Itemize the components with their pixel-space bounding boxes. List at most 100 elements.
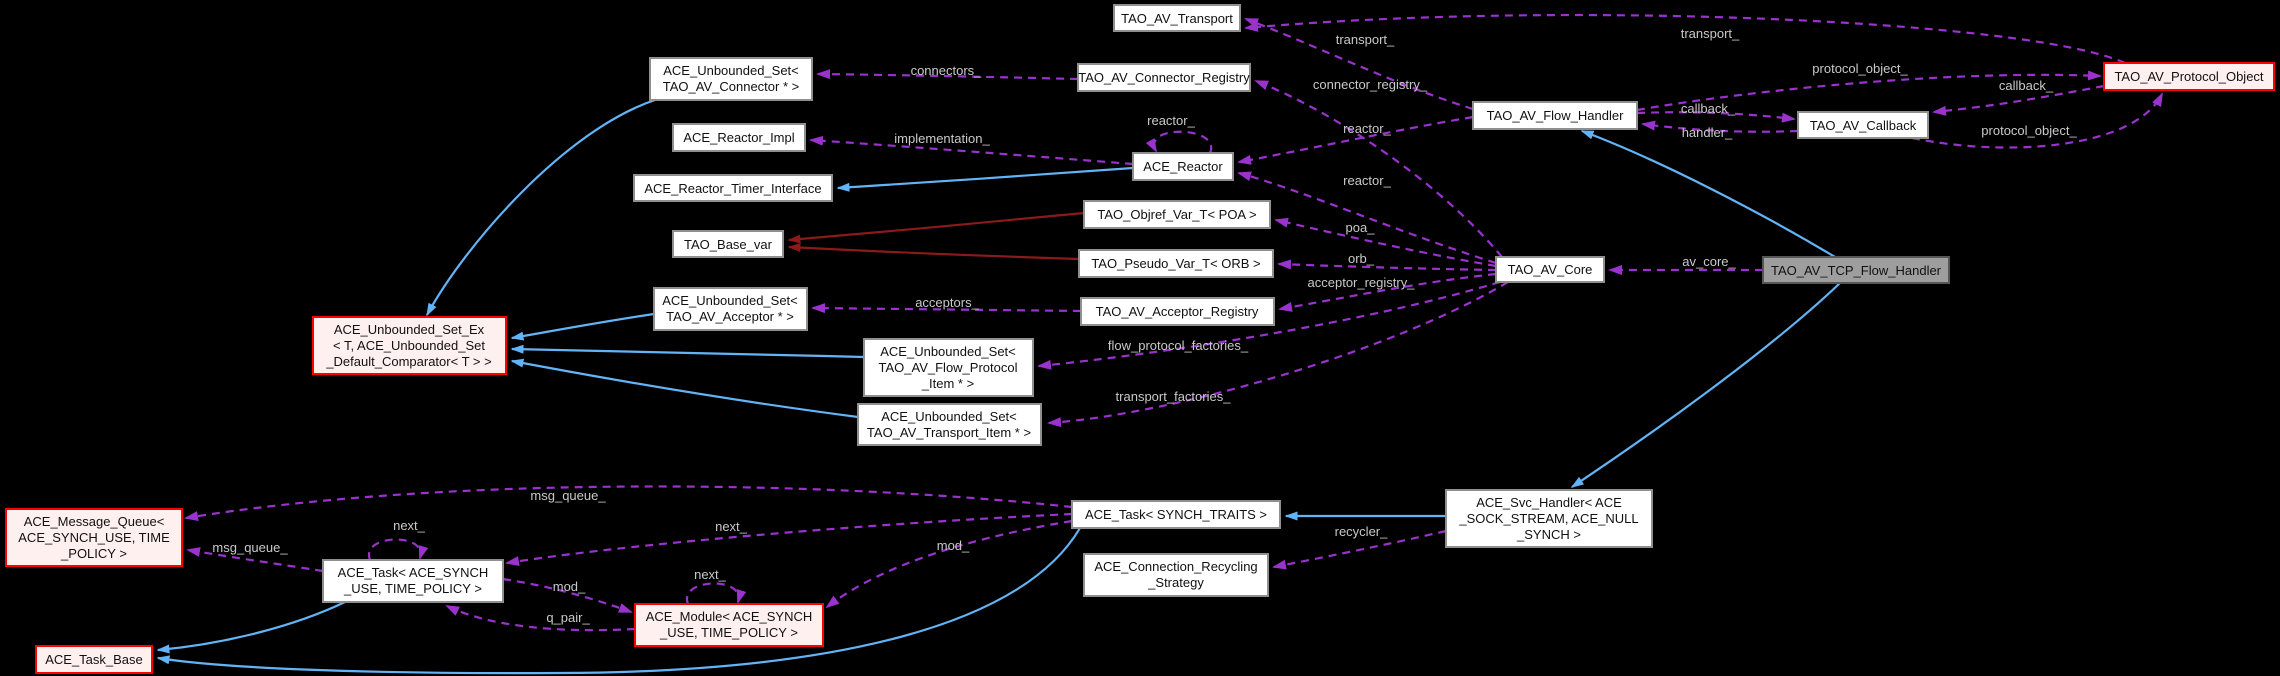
edge-module-selfloop — [685, 582, 747, 605]
node-ace-reactor-timer-interface[interactable]: ACE_Reactor_Timer_Interface — [633, 174, 833, 202]
node-label: ACE_Module< ACE_SYNCH — [646, 609, 813, 624]
edge-label-transport-protocolobject: transport_ — [1681, 26, 1740, 41]
edge-pseudovar-basevar — [787, 243, 1080, 261]
node-tao-objref-var-t-poa[interactable]: TAO_Objref_Var_T< POA > — [1083, 200, 1271, 229]
edge-core-orb — [1277, 259, 1497, 272]
node-tao-av-tcp-flow-handler[interactable]: TAO_AV_TCP_Flow_Handler — [1762, 256, 1950, 284]
edge-label-recycler: recycler_ — [1335, 524, 1389, 539]
node-ace-svc-handler[interactable]: ACE_Svc_Handler< ACE _SOCK_STREAM, ACE_N… — [1445, 489, 1653, 548]
node-ace-unbounded-set-ex[interactable]: ACE_Unbounded_Set_Ex < T, ACE_Unbounded_… — [312, 316, 507, 375]
node-ace-unbounded-set-transport-item[interactable]: ACE_Unbounded_Set< TAO_AV_Transport_Item… — [857, 403, 1042, 446]
node-label: ACE_Unbounded_Set< — [880, 344, 1016, 359]
node-label: ACE_Reactor_Timer_Interface — [644, 181, 821, 196]
node-tao-base-var[interactable]: TAO_Base_var — [672, 230, 784, 258]
edge-flowhandler-callback — [1636, 111, 1796, 123]
node-label: _Item * > — [921, 376, 974, 391]
node-label: TAO_AV_Acceptor_Registry — [1096, 304, 1259, 319]
node-label: ACE_Task< ACE_SYNCH — [338, 565, 489, 580]
node-label: TAO_AV_Protocol_Object — [2114, 69, 2263, 84]
node-ace-task-ace-synch[interactable]: ACE_Task< ACE_SYNCH _USE, TIME_POLICY > — [322, 559, 504, 603]
edge-acceptorregistry-acceptorset — [811, 303, 1082, 314]
edge-label-connector-registry: connector_registry_ — [1313, 77, 1428, 92]
edge-module-taskace — [445, 605, 636, 632]
node-label: ACE_Unbounded_Set< — [662, 293, 798, 308]
node-tao-av-transport[interactable]: TAO_AV_Transport — [1113, 4, 1241, 32]
node-ace-unbounded-set-flow-protocol-item[interactable]: ACE_Unbounded_Set< TAO_AV_Flow_Protocol … — [863, 338, 1034, 397]
node-label: _USE, TIME_POLICY > — [343, 581, 482, 596]
edge-connectorset-unboundedsetex — [426, 98, 656, 317]
edge-connectorregistry-connectorset — [816, 69, 1079, 81]
node-label: TAO_Base_var — [684, 237, 773, 252]
edge-label-flow-protocol-factories: flow_protocol_factories_ — [1108, 338, 1249, 353]
node-tao-av-callback[interactable]: TAO_AV_Callback — [1797, 111, 1929, 139]
node-ace-task-synch-traits[interactable]: ACE_Task< SYNCH_TRAITS > — [1071, 500, 1281, 529]
node-ace-reactor-impl[interactable]: ACE_Reactor_Impl — [672, 123, 806, 152]
edge-tcp-svchandler — [1570, 282, 1841, 488]
edge-label-av-core: av_core_ — [1682, 254, 1736, 269]
node-label: TAO_AV_TCP_Flow_Handler — [1771, 263, 1942, 278]
node-label: TAO_AV_Flow_Handler — [1487, 108, 1624, 123]
node-label: TAO_AV_Connector * > — [663, 79, 799, 94]
node-label: TAO_Pseudo_Var_T< ORB > — [1091, 256, 1260, 271]
edge-core-flowprotocolset — [1037, 280, 1501, 370]
node-label: TAO_AV_Transport — [1121, 11, 1233, 26]
node-ace-unbounded-set-connector[interactable]: ACE_Unbounded_Set< TAO_AV_Connector * > — [649, 57, 813, 101]
node-label: _Default_Comparator< T > > — [325, 354, 491, 369]
node-label: _Strategy — [1147, 575, 1204, 590]
edge-core-transportitemset — [1047, 281, 1509, 428]
edge-tcp-flowhandler — [1580, 129, 1836, 258]
node-label: ACE_Unbounded_Set< — [881, 409, 1017, 424]
node-label: TAO_AV_Callback — [1810, 118, 1917, 133]
node-label: _USE, TIME_POLICY > — [659, 625, 798, 640]
node-label: < T, ACE_Unbounded_Set — [333, 338, 485, 353]
edge-reactor-reactorimpl — [809, 135, 1134, 166]
edge-label-protocol-object-upper: protocol_object_ — [1812, 61, 1908, 76]
node-tao-av-protocol-object[interactable]: TAO_AV_Protocol_Object — [2103, 62, 2275, 91]
node-label: ACE_Message_Queue< — [24, 514, 165, 529]
node-label: ACE_Task< SYNCH_TRAITS > — [1085, 507, 1267, 522]
node-label: ACE_Unbounded_Set_Ex — [334, 322, 485, 337]
node-label: TAO_AV_Connector_Registry — [1078, 70, 1250, 85]
node-ace-message-queue[interactable]: ACE_Message_Queue< ACE_SYNCH_USE, TIME _… — [5, 508, 183, 567]
edge-label-next-module-loop: next_ — [694, 567, 727, 582]
node-label: _SYNCH > — [1516, 527, 1581, 542]
node-label: ACE_Reactor — [1143, 159, 1223, 174]
edge-core-connectorregistry — [1254, 79, 1503, 258]
node-ace-unbounded-set-acceptor[interactable]: ACE_Unbounded_Set< TAO_AV_Acceptor * > — [653, 287, 808, 331]
edge-flowhandler-reactor — [1237, 115, 1474, 165]
edge-taskace-taskbase — [156, 601, 346, 654]
edge-label-transport-flowhandler: transport_ — [1336, 32, 1395, 47]
node-label: ACE_Unbounded_Set< — [663, 63, 799, 78]
edge-flowhandler-protocolobject — [1636, 70, 2102, 112]
edge-taskace-messagequeue — [186, 547, 324, 573]
node-tao-av-acceptor-registry[interactable]: TAO_AV_Acceptor_Registry — [1080, 297, 1275, 326]
edge-label-next-mid: next_ — [715, 519, 748, 534]
edge-label-reactor-upper: reactor_ — [1343, 121, 1391, 136]
node-ace-module[interactable]: ACE_Module< ACE_SYNCH _USE, TIME_POLICY … — [634, 603, 824, 647]
node-tao-av-connector-registry[interactable]: TAO_AV_Connector_Registry — [1077, 63, 1251, 92]
node-label: ACE_Task_Base — [45, 652, 143, 667]
node-tao-av-flow-handler[interactable]: TAO_AV_Flow_Handler — [1472, 101, 1638, 130]
node-tao-pseudo-var-t-orb[interactable]: TAO_Pseudo_Var_T< ORB > — [1078, 249, 1274, 278]
node-tao-av-core[interactable]: TAO_AV_Core — [1495, 256, 1605, 283]
edge-label-reactor-selfloop: reactor_ — [1147, 113, 1195, 128]
node-ace-connection-recycling-strategy[interactable]: ACE_Connection_Recycling _Strategy — [1083, 553, 1269, 597]
edge-taskace-selfloop — [367, 538, 429, 561]
node-label: _POLICY > — [60, 546, 127, 561]
edge-label-msg-queue-left: msg_queue_ — [212, 540, 288, 555]
edge-core-poa — [1274, 217, 1497, 268]
edge-taskace-module — [502, 577, 633, 614]
edge-label-connectors: connectors_ — [911, 63, 983, 78]
node-ace-task-base[interactable]: ACE_Task_Base — [35, 645, 153, 674]
node-ace-reactor[interactable]: ACE_Reactor — [1132, 152, 1234, 181]
edge-label-implementation: implementation_ — [894, 131, 990, 146]
node-label: ACE_Svc_Handler< ACE — [1476, 495, 1622, 510]
edge-svchandler-recycling — [1272, 529, 1447, 570]
node-label: TAO_AV_Flow_Protocol — [879, 360, 1018, 375]
node-label: TAO_AV_Core — [1508, 262, 1593, 277]
edge-label-handler: handler_ — [1682, 125, 1733, 140]
edge-reactor-timerinterface — [836, 166, 1134, 192]
node-label: TAO_Objref_Var_T< POA > — [1097, 207, 1256, 222]
edge-label-msg-queue-top: msg_queue_ — [530, 488, 606, 503]
edge-tasksynchtraits-taskbase — [156, 527, 1081, 675]
